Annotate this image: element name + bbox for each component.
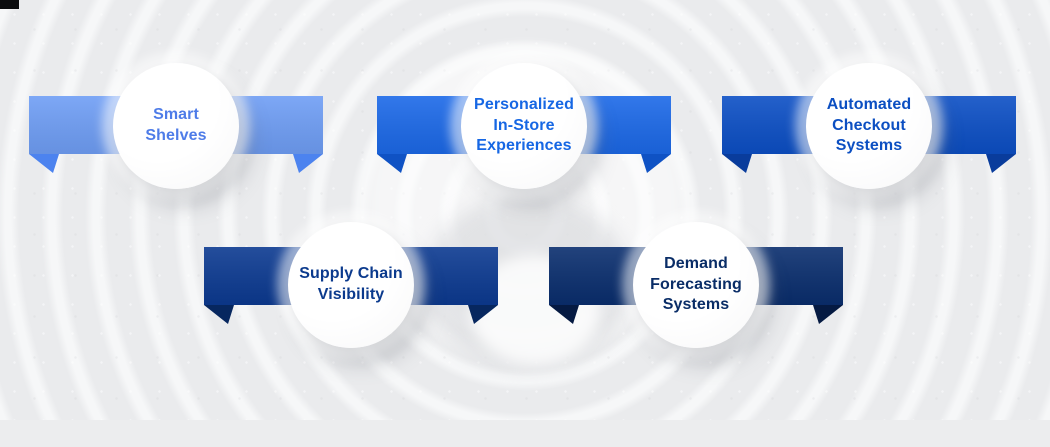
item-label: Demand Forecasting Systems xyxy=(650,254,742,314)
item-badge-circle: Demand Forecasting Systems xyxy=(633,222,759,348)
ribbon-fold-right xyxy=(293,154,323,173)
item-badge-circle: Personalized In-Store Experiences xyxy=(461,63,587,189)
ribbon-fold-right xyxy=(986,154,1016,173)
ribbon-fold-left xyxy=(722,154,752,173)
ribbon-fold-left xyxy=(377,154,407,173)
item-automated-checkout-systems: Automated Checkout Systems xyxy=(722,63,1016,296)
item-badge-circle: Automated Checkout Systems xyxy=(806,63,932,189)
item-badge-circle: Smart Shelves xyxy=(113,63,239,189)
ribbon-fold-left xyxy=(29,154,59,173)
ribbon-fold-right xyxy=(641,154,671,173)
item-label: Smart Shelves xyxy=(145,106,207,144)
ribbon-fold-right xyxy=(813,305,843,324)
item-personalized-in-store-experiences: Personalized In-Store Experiences xyxy=(377,63,671,296)
ribbon-fold-left xyxy=(549,305,579,324)
item-label: Automated Checkout Systems xyxy=(826,95,912,155)
item-badge-circle: Supply Chain Visibility xyxy=(288,222,414,348)
item-smart-shelves: Smart Shelves xyxy=(29,63,323,296)
corner-artifact xyxy=(0,0,19,9)
ribbon-fold-left xyxy=(204,305,234,324)
item-supply-chain-visibility: Supply Chain Visibility xyxy=(204,222,498,447)
ribbon-fold-right xyxy=(468,305,498,324)
item-label: Supply Chain Visibility xyxy=(299,265,403,303)
item-demand-forecasting-systems: Demand Forecasting Systems xyxy=(549,222,843,447)
item-label: Personalized In-Store Experiences xyxy=(474,95,574,155)
